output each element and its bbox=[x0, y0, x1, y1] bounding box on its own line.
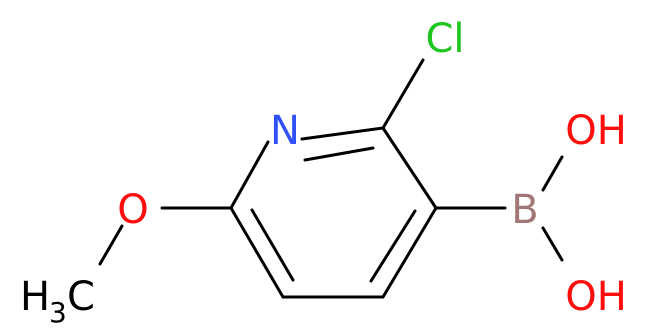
bonds bbox=[98, 58, 564, 299]
methyl-h-label: H bbox=[20, 274, 50, 320]
boron-label: B bbox=[511, 187, 538, 233]
bond-c3-c4 bbox=[381, 206, 438, 299]
bond-c2-c3 bbox=[381, 126, 438, 210]
hydroxyl-bottom-label: OH bbox=[565, 274, 627, 320]
methyl-c-label: C bbox=[67, 274, 95, 320]
chlorine-label: Cl bbox=[425, 16, 464, 62]
methoxy-oxygen-label: O bbox=[117, 187, 148, 233]
bond-n-c2-inner bbox=[303, 146, 375, 162]
bond-o-ch3 bbox=[98, 224, 124, 266]
bond-b-oh-top bbox=[541, 155, 564, 192]
bond-c5-c6 bbox=[229, 206, 285, 299]
bond-c5-c6-inner bbox=[250, 208, 295, 282]
methyl-group-label: H 3 C bbox=[20, 274, 95, 329]
bond-c6-n bbox=[229, 140, 270, 210]
bond-n-c2 bbox=[300, 126, 385, 141]
nitrogen-label: N bbox=[270, 108, 300, 154]
bond-c3-c4-inner bbox=[369, 209, 417, 283]
bond-b-oh-bottom bbox=[541, 226, 564, 262]
methyl-subscript-label: 3 bbox=[49, 296, 67, 329]
hydroxyl-top-label: OH bbox=[565, 108, 627, 154]
bond-c2-cl bbox=[381, 58, 425, 130]
